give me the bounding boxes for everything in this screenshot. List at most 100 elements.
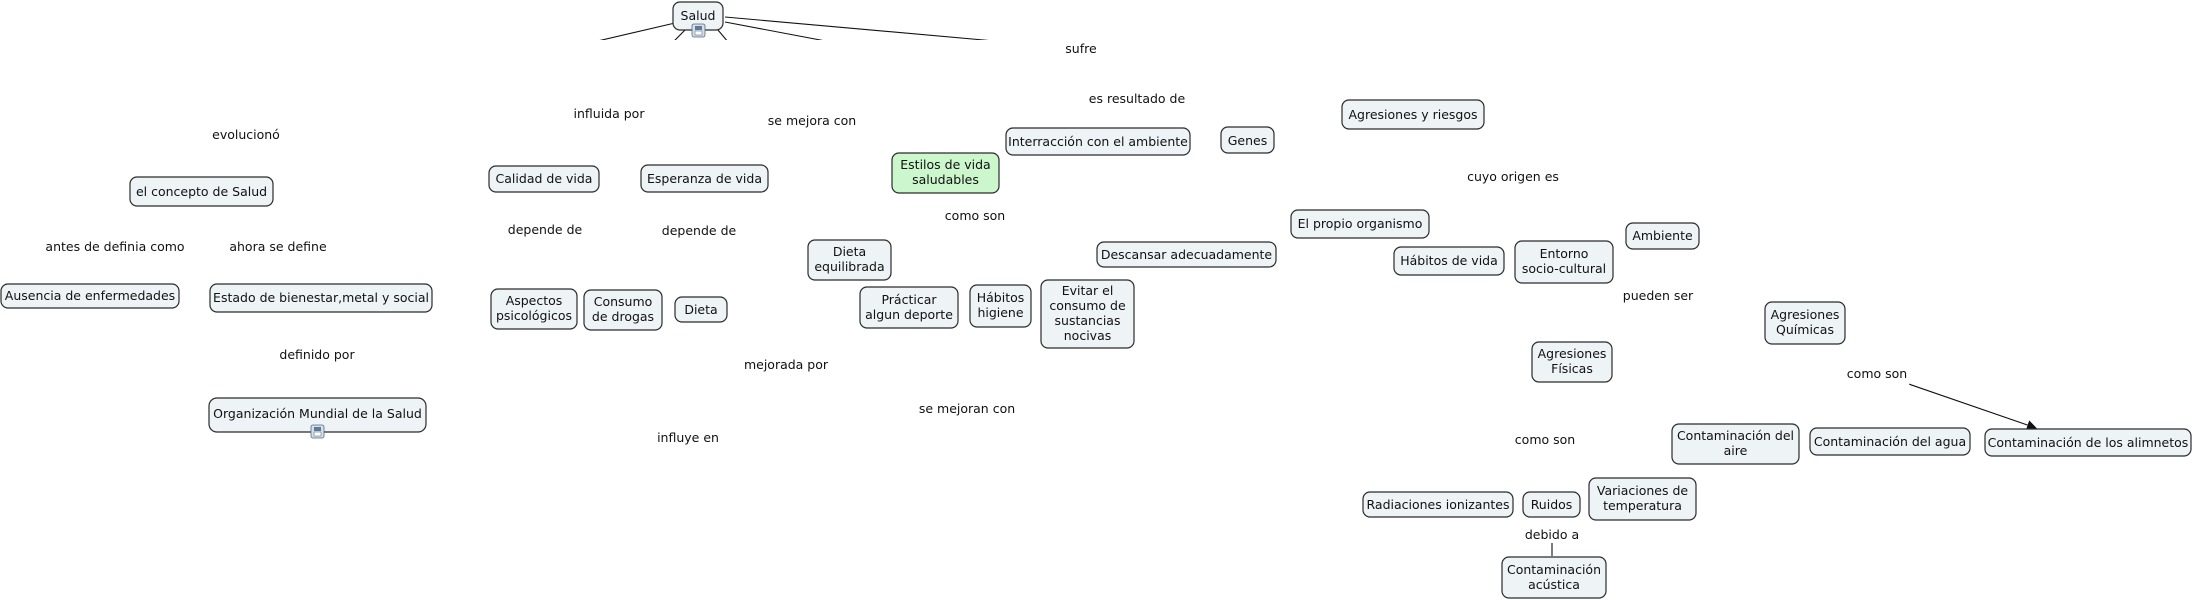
node-descansar[interactable]: Descansar adecuadamente (1096, 241, 1277, 268)
node-fisicas[interactable]: Agresiones Físicas (1531, 341, 1613, 383)
node-genes[interactable]: Genes (1220, 126, 1275, 154)
link-label-definido: definido por (279, 347, 355, 362)
svg-text:Interracción con el ambiente: Interracción con el ambiente (1008, 134, 1188, 149)
svg-text:saludables: saludables (912, 172, 979, 187)
node-cont-agua[interactable]: Contaminación del agua (1809, 427, 1971, 456)
node-propio[interactable]: El propio organismo (1290, 209, 1430, 239)
node-cont-alimentos[interactable]: Contaminación de los alimnetos (1984, 428, 2192, 457)
link-label-comoson-3: como son (1515, 432, 1575, 447)
svg-text:psicológicos: psicológicos (496, 308, 572, 323)
resource-icon[interactable] (691, 23, 706, 38)
svg-text:Radiaciones ionizantes: Radiaciones ionizantes (1367, 497, 1510, 512)
svg-text:Ruidos: Ruidos (1531, 497, 1573, 512)
svg-text:Agresiones: Agresiones (1538, 346, 1607, 361)
node-quimicas[interactable]: Agresiones Químicas (1764, 301, 1846, 345)
node-entorno[interactable]: Entorno socio-cultural (1514, 240, 1614, 284)
svg-text:de drogas: de drogas (592, 309, 654, 324)
svg-text:Dieta: Dieta (833, 244, 866, 259)
node-ambiente[interactable]: Ambiente (1625, 222, 1700, 250)
svg-text:Consumo: Consumo (594, 294, 653, 309)
link-label-comoson-1: como son (945, 208, 1005, 223)
link-label-mejorada: mejorada por (744, 357, 829, 372)
svg-text:Ambiente: Ambiente (1632, 228, 1693, 243)
svg-text:consumo de: consumo de (1049, 298, 1126, 313)
node-estado[interactable]: Estado de bienestar,metal y social (209, 283, 433, 313)
node-cont-acustica[interactable]: Contaminación acústica (1501, 556, 1607, 599)
link-label-semejora: se mejora con (768, 113, 856, 128)
node-oms[interactable]: Organización Mundial de la Salud (208, 397, 427, 433)
svg-text:socio-cultural: socio-cultural (1522, 261, 1606, 276)
node-calidad[interactable]: Calidad de vida (488, 165, 600, 193)
svg-text:Estilos de vida: Estilos de vida (900, 157, 990, 172)
node-cont-aire[interactable]: Contaminación del aire (1671, 423, 1800, 465)
svg-text:Contaminación: Contaminación (1507, 562, 1601, 577)
node-concepto[interactable]: el concepto de Salud (129, 176, 274, 207)
node-dieta-equilibrada[interactable]: Dieta equilibrada (807, 239, 892, 281)
svg-text:Esperanza de vida: Esperanza de vida (647, 171, 762, 186)
svg-text:Genes: Genes (1228, 133, 1268, 148)
svg-text:nocivas: nocivas (1064, 328, 1112, 343)
svg-text:Agresiones y riesgos: Agresiones y riesgos (1348, 107, 1477, 122)
svg-text:sustancias: sustancias (1055, 313, 1121, 328)
node-ruidos[interactable]: Ruidos (1522, 491, 1581, 518)
svg-text:Organización Mundial de la Sal: Organización Mundial de la Salud (213, 406, 422, 421)
link-label-cuyo: cuyo origen es (1467, 169, 1559, 184)
node-esperanza[interactable]: Esperanza de vida (640, 164, 769, 193)
svg-text:algun deporte: algun deporte (865, 307, 953, 322)
node-habitos-higiene[interactable]: Hábitos higiene (969, 284, 1032, 328)
node-deporte[interactable]: Prácticar algun deporte (859, 286, 959, 329)
link-label-semejoran: se mejoran con (919, 401, 1015, 416)
node-aspectos[interactable]: Aspectos psicológicos (490, 288, 578, 330)
svg-text:Químicas: Químicas (1776, 322, 1834, 337)
svg-text:el concepto de Salud: el concepto de Salud (136, 184, 267, 199)
svg-text:acústica: acústica (1528, 577, 1580, 592)
svg-text:temperatura: temperatura (1603, 498, 1682, 513)
svg-text:Estado de bienestar,metal y so: Estado de bienestar,metal y social (213, 290, 429, 305)
svg-text:Agresiones: Agresiones (1771, 307, 1840, 322)
link-label-influye: influye en (657, 430, 719, 445)
svg-text:Calidad de vida: Calidad de vida (496, 171, 593, 186)
link-label-depende-2: depende de (662, 223, 737, 238)
svg-text:Hábitos: Hábitos (977, 290, 1025, 305)
svg-text:Salud: Salud (681, 8, 716, 23)
svg-text:Aspectos: Aspectos (506, 293, 563, 308)
svg-text:Entorno: Entorno (1540, 246, 1589, 261)
svg-text:Contaminación de los alimnetos: Contaminación de los alimnetos (1988, 435, 2189, 450)
link-label-antes: antes de definia como (45, 239, 184, 254)
link-label-sufre: sufre (1065, 41, 1097, 56)
link-label-esresultado: es resultado de (1089, 91, 1186, 106)
resource-icon[interactable] (310, 424, 325, 439)
svg-text:Ausencia de enfermedades: Ausencia de enfermedades (5, 288, 175, 303)
svg-text:Descansar adecuadamente: Descansar adecuadamente (1101, 247, 1273, 262)
link-label-depende-1: depende de (508, 222, 583, 237)
link-label-comoson-2: como son (1847, 366, 1907, 381)
link-labels: evolucionó antes de definia como ahora s… (43, 40, 1910, 543)
node-ausencia[interactable]: Ausencia de enfermedades (0, 283, 180, 309)
node-evitar[interactable]: Evitar el consumo de sustancias nocivas (1040, 279, 1135, 349)
node-consumo[interactable]: Consumo de drogas (583, 289, 663, 331)
node-variaciones[interactable]: Variaciones de temperatura (1588, 477, 1697, 521)
svg-text:Contaminación del agua: Contaminación del agua (1814, 434, 1966, 449)
link-label-debido: debido a (1525, 527, 1579, 542)
link-label-influida: influida por (574, 106, 646, 121)
node-radiaciones[interactable]: Radiaciones ionizantes (1362, 491, 1514, 518)
svg-text:Prácticar: Prácticar (881, 292, 937, 307)
svg-text:Variaciones de: Variaciones de (1597, 483, 1689, 498)
node-interraccion[interactable]: Interracción con el ambiente (1005, 127, 1191, 156)
node-agresiones[interactable]: Agresiones y riesgos (1341, 99, 1485, 130)
svg-text:aire: aire (1724, 443, 1748, 458)
svg-text:El propio organismo: El propio organismo (1298, 216, 1423, 231)
node-habitos-vida[interactable]: Hábitos de vida (1393, 246, 1505, 276)
link-label-evoluciono: evolucionó (212, 127, 280, 142)
node-dieta[interactable]: Dieta (674, 296, 728, 323)
node-estilos[interactable]: Estilos de vida saludables (891, 152, 1000, 194)
svg-text:Dieta: Dieta (684, 302, 717, 317)
svg-text:Físicas: Físicas (1551, 361, 1593, 376)
node-salud[interactable]: Salud (672, 1, 724, 31)
svg-text:equilibrada: equilibrada (814, 259, 884, 274)
arrow-connector (1896, 379, 2037, 430)
link-label-pueden: pueden ser (1623, 288, 1694, 303)
